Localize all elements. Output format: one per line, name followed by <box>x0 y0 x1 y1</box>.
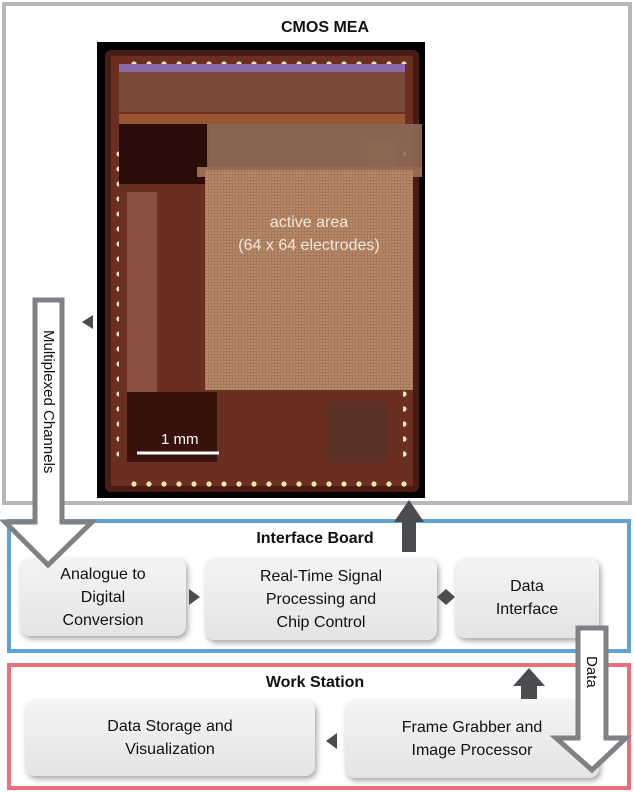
bidirectional-diamond-icon <box>437 589 455 605</box>
multiplexed-channels-arrow <box>0 297 99 569</box>
work-station-frame <box>7 663 631 790</box>
data-label: Data <box>583 656 600 688</box>
signal-processing-block: Real-Time Signal Processing and Chip Con… <box>205 558 437 640</box>
multiplexed-channels-label: Multiplexed Channels <box>40 330 57 474</box>
adc-block: Analogue to Digital Conversion <box>20 558 186 636</box>
chip-micrograph: active area (64 x 64 electrodes) 1 mm <box>97 42 425 498</box>
pointer-triangle-icon <box>82 315 93 329</box>
interface-board-frame <box>7 519 631 653</box>
frame-grabber-to-storage-arrow-icon <box>326 733 337 749</box>
up-arrow-to-chip <box>394 500 424 552</box>
scale-bar-label: 1 mm <box>161 431 199 448</box>
adc-to-processing-arrow-icon <box>189 589 200 605</box>
cmos-mea-frame <box>2 2 632 505</box>
bond-pads-top <box>127 52 407 64</box>
data-storage-block: Data Storage and Visualization <box>25 700 315 776</box>
active-area <box>205 170 413 390</box>
bond-pads-left <box>107 142 119 462</box>
work-station-title: Work Station <box>265 674 365 691</box>
data-arrow <box>549 625 633 774</box>
active-area-sublabel: (64 x 64 electrodes) <box>238 237 379 254</box>
bond-pads-bottom <box>127 478 407 490</box>
cmos-mea-title: CMOS MEA <box>281 19 369 36</box>
interface-board-title: Interface Board <box>256 530 374 547</box>
active-area-label: active area <box>270 214 348 231</box>
up-arrow-to-data-interface <box>513 668 545 699</box>
data-interface-block: Data Interface <box>455 558 599 638</box>
